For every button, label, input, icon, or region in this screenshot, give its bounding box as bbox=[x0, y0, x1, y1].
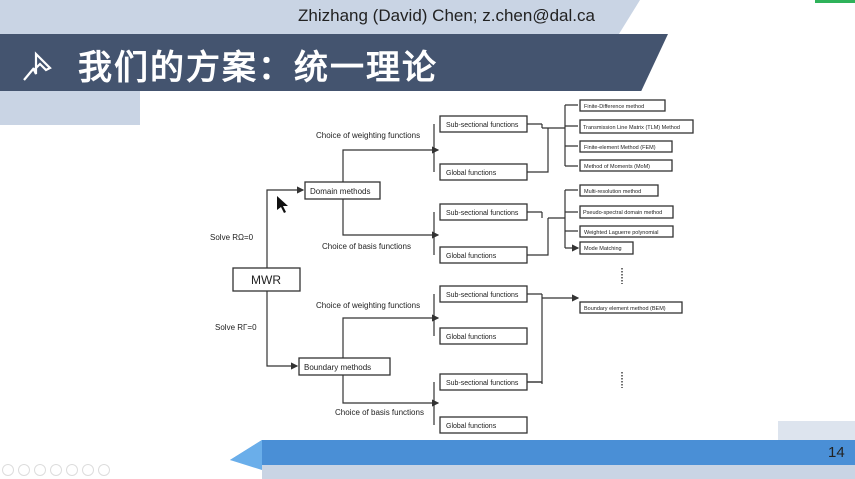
svg-text:Global functions: Global functions bbox=[446, 253, 497, 260]
title-band bbox=[0, 34, 668, 91]
svg-text:Finite-Difference method: Finite-Difference method bbox=[584, 104, 644, 110]
svg-text:Weighted Laguerre polynomial: Weighted Laguerre polynomial bbox=[584, 230, 659, 236]
svg-text:Global functions: Global functions bbox=[446, 170, 497, 177]
next-icon[interactable] bbox=[18, 464, 30, 476]
svg-text:MWR: MWR bbox=[251, 273, 281, 287]
svg-text:Mode Matching: Mode Matching bbox=[584, 246, 622, 252]
svg-text:Sub-sectional functions: Sub-sectional functions bbox=[446, 122, 519, 129]
menu-icon[interactable] bbox=[82, 464, 94, 476]
green-tab bbox=[815, 0, 855, 3]
slideshow-toolbar[interactable] bbox=[2, 464, 110, 476]
pushpin-icon bbox=[23, 51, 52, 81]
svg-text:Choice of weighting functions: Choice of weighting functions bbox=[316, 301, 420, 310]
svg-text:Sub-sectional functions: Sub-sectional functions bbox=[446, 380, 519, 387]
svg-text:Method of Moments (MoM): Method of Moments (MoM) bbox=[584, 164, 650, 170]
pen-icon[interactable] bbox=[34, 464, 46, 476]
svg-text:Pseudo-spectral domain method: Pseudo-spectral domain method bbox=[583, 210, 662, 216]
more-icon[interactable] bbox=[98, 464, 110, 476]
svg-text:Global functions: Global functions bbox=[446, 423, 497, 430]
page-number: 14 bbox=[828, 444, 845, 461]
svg-text:Sub-sectional functions: Sub-sectional functions bbox=[446, 292, 519, 299]
slide-title: 我们的方案：统一理论 bbox=[78, 49, 438, 87]
svg-text:Solve RΩ=0: Solve RΩ=0 bbox=[210, 233, 254, 242]
svg-text:Choice of basis functions: Choice of basis functions bbox=[335, 408, 424, 417]
zoom-icon[interactable] bbox=[66, 464, 78, 476]
svg-text:Choice of basis functions: Choice of basis functions bbox=[322, 242, 411, 251]
slides-icon[interactable] bbox=[50, 464, 62, 476]
prev-icon[interactable] bbox=[2, 464, 14, 476]
svg-text:Choice of weighting functions: Choice of weighting functions bbox=[316, 131, 420, 140]
svg-text:Transmission Line Matrix (TLM): Transmission Line Matrix (TLM) Method bbox=[583, 125, 680, 131]
svg-text:Finite-element Method (FEM): Finite-element Method (FEM) bbox=[584, 145, 656, 151]
author-line: Zhizhang (David) Chen; z.chen@dal.ca bbox=[298, 6, 595, 25]
svg-text:Domain methods: Domain methods bbox=[310, 187, 370, 196]
svg-text:Boundary methods: Boundary methods bbox=[304, 363, 371, 372]
svg-text:Boundary element method (BEM): Boundary element method (BEM) bbox=[584, 306, 666, 312]
header-band-accent bbox=[0, 91, 140, 125]
mouse-cursor bbox=[277, 196, 288, 213]
svg-text:Multi-resolution method: Multi-resolution method bbox=[584, 189, 641, 195]
svg-text:Solve RΓ=0: Solve RΓ=0 bbox=[215, 323, 257, 332]
svg-text:Global functions: Global functions bbox=[446, 334, 497, 341]
svg-text:Sub-sectional functions: Sub-sectional functions bbox=[446, 210, 519, 217]
